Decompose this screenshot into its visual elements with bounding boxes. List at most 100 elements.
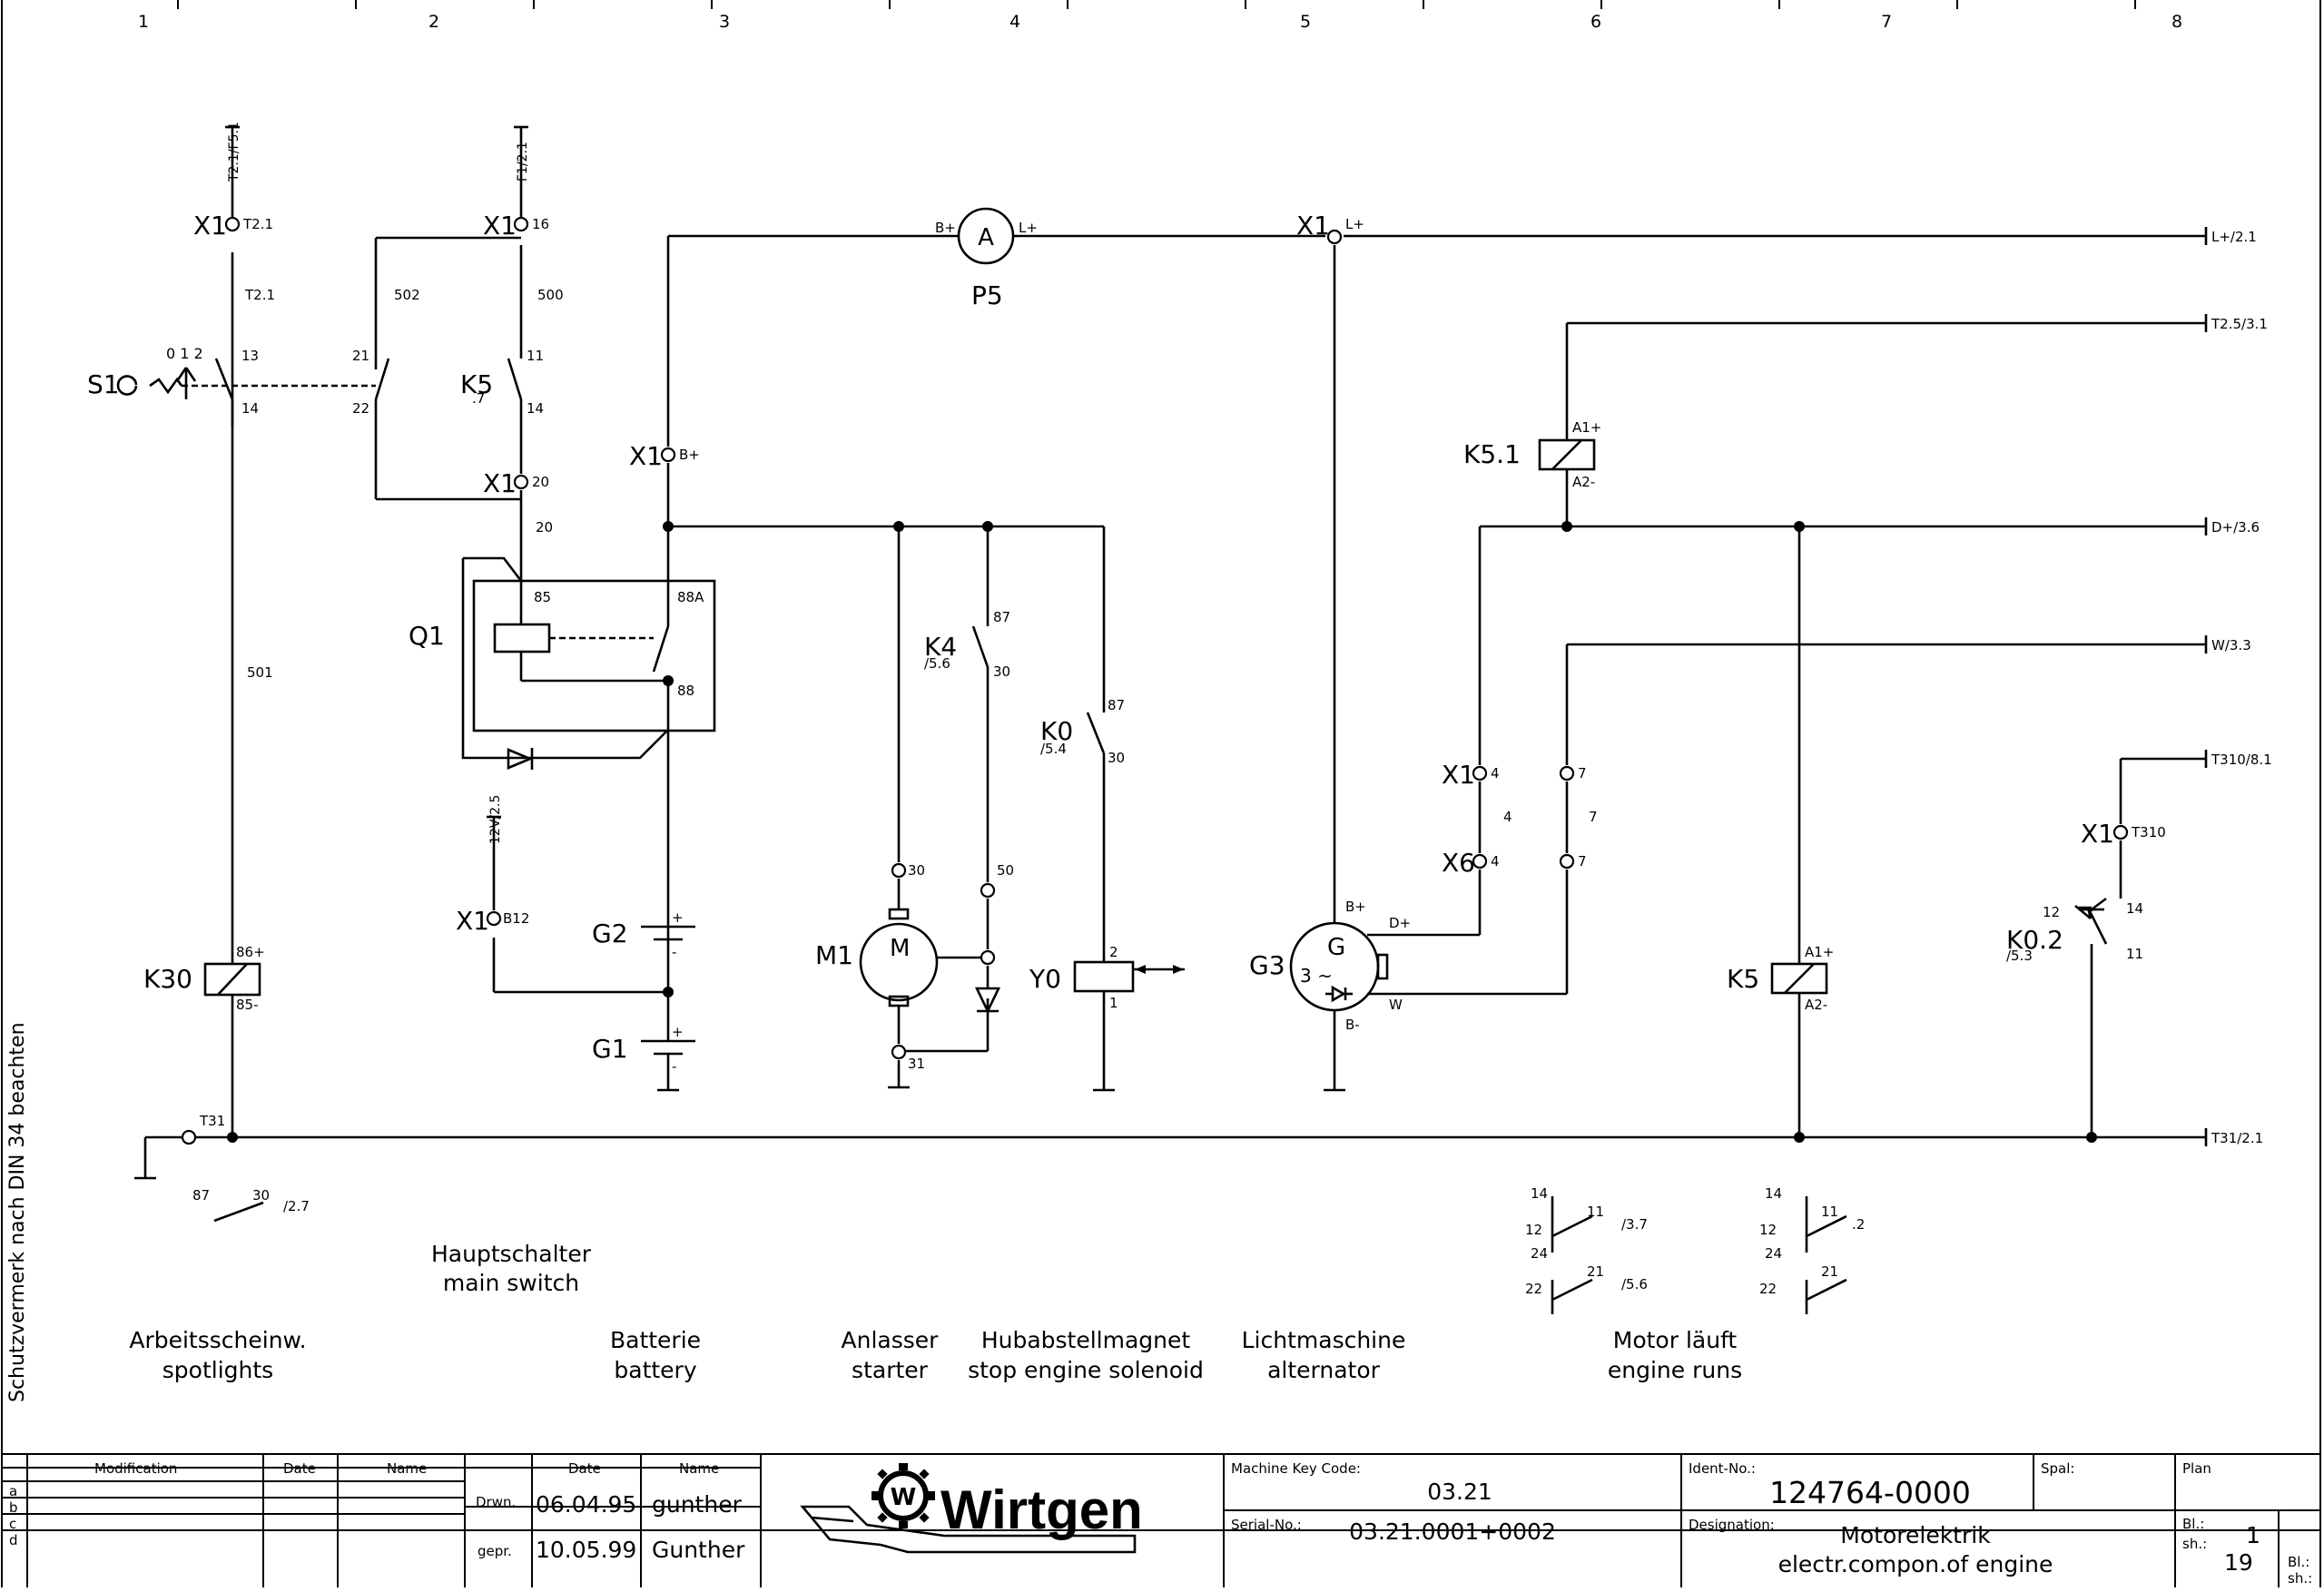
logo-letter: W xyxy=(891,1484,917,1511)
terminal-label: X1 xyxy=(456,906,489,936)
tb-label: Drwn. xyxy=(476,1494,516,1510)
column-number: 2 xyxy=(428,12,439,32)
caption: stop engine solenoid xyxy=(968,1357,1204,1383)
tb-header: Date xyxy=(568,1460,601,1477)
pin-label: T310 xyxy=(2131,824,2166,840)
pin-label: L+ xyxy=(1019,220,1038,236)
caption: Hauptschalter xyxy=(431,1241,592,1267)
pin-label: 12 xyxy=(1525,1222,1542,1238)
ref-label: /2.7 xyxy=(283,1198,310,1214)
k0-label: K0 xyxy=(1040,716,1073,746)
pin-label: 30 xyxy=(993,663,1010,680)
pin-label: A2- xyxy=(1572,474,1595,490)
title-block xyxy=(2,1454,2320,1587)
pin-label: + xyxy=(672,1024,684,1040)
tb-label: sh.: xyxy=(2182,1536,2207,1552)
column-numbers: 1 2 3 4 5 6 7 8 xyxy=(138,12,2182,32)
tb-row-letter: a xyxy=(9,1483,17,1499)
tb-header: Date xyxy=(283,1460,316,1477)
caption: spotlights xyxy=(162,1357,273,1383)
ref-label: .7 xyxy=(472,390,485,407)
tb-label: Plan xyxy=(2182,1460,2211,1477)
s1-label: S1 xyxy=(87,369,120,399)
pin-label: + xyxy=(672,909,684,926)
wiring xyxy=(116,125,2208,1314)
captions: Hauptschalter main switch Arbeitsscheinw… xyxy=(129,1241,1742,1383)
column-number: 1 xyxy=(138,12,149,32)
terminal-label: X1 xyxy=(483,211,517,241)
ref-label: W/3.3 xyxy=(2211,637,2251,654)
terminal-label: X1 xyxy=(1296,211,1330,241)
junctions xyxy=(227,521,2097,1143)
column-number: 6 xyxy=(1590,12,1601,32)
din-note: Schutzvermerk nach DIN 34 beachten xyxy=(6,1022,29,1402)
tb-header: Modification xyxy=(94,1460,177,1477)
k4-label: K4 xyxy=(924,632,957,662)
tb-label: gepr. xyxy=(478,1543,512,1559)
ref-label: T2.5/3.1 xyxy=(2211,316,2268,332)
pin-label: B- xyxy=(1345,1017,1360,1033)
pin-label: D+ xyxy=(1389,915,1411,931)
wire-label: 500 xyxy=(537,287,564,303)
pin-label: 88A xyxy=(677,589,704,605)
caption: main switch xyxy=(443,1270,579,1296)
terminal-label: X1 xyxy=(629,441,663,471)
tb-header: Name xyxy=(679,1460,719,1477)
ammeter-p5: A xyxy=(957,207,1015,265)
terminal-label: X1 xyxy=(193,211,227,241)
ref-label: D+/3.6 xyxy=(2211,519,2260,536)
checked-name: Gunther xyxy=(652,1537,745,1563)
y0-label: Y0 xyxy=(1029,964,1061,994)
terminals xyxy=(181,216,2129,1145)
column-number: 3 xyxy=(719,12,730,32)
title-block-labels: Modification Date Name Date Name a b c d… xyxy=(9,1460,2312,1587)
ref-label: 12V/2.5 xyxy=(488,795,503,844)
caption: alternator xyxy=(1267,1357,1381,1383)
pin-label: 12 xyxy=(1759,1222,1777,1238)
tb-label: Serial-No.: xyxy=(1231,1517,1302,1533)
component-labels: X1 X1 X1 X1 X1 X1 X1 X6 X1 S1 K5 K5.1 Q1… xyxy=(87,211,2114,1064)
pin-label: 11 xyxy=(1587,1204,1604,1220)
pin-label: W xyxy=(1389,997,1403,1013)
k51-label: K5.1 xyxy=(1463,439,1521,469)
ref-label: T31/2.1 xyxy=(2211,1130,2263,1146)
sheet-bl: 1 xyxy=(2246,1522,2260,1548)
pin-label: 30 xyxy=(252,1187,270,1204)
pin-label: A1+ xyxy=(1805,944,1834,960)
pin-label: 24 xyxy=(1765,1245,1782,1262)
p5-label: P5 xyxy=(971,280,1003,310)
pin-label: 4 xyxy=(1491,853,1500,870)
caption: engine runs xyxy=(1608,1357,1742,1383)
caption: Hubabstellmagnet xyxy=(981,1327,1191,1353)
tb-header: Name xyxy=(387,1460,427,1477)
pin-label: 85 xyxy=(534,589,551,605)
tb-label: Bl.: xyxy=(2182,1516,2204,1532)
tb-row-letter: c xyxy=(9,1516,16,1532)
k5-label: K5 xyxy=(460,369,493,399)
caption: Motor läuft xyxy=(1613,1327,1738,1353)
caption: Lichtmaschine xyxy=(1242,1327,1406,1353)
wire-label: 4 xyxy=(1503,809,1512,825)
pin-label: 88 xyxy=(677,683,694,699)
pin-label: 14 xyxy=(241,400,259,417)
pin-label: 2 xyxy=(1109,944,1118,960)
m1-label: M1 xyxy=(815,940,853,970)
ref-label: /3.7 xyxy=(1621,1216,1648,1233)
pin-label: T31 xyxy=(199,1113,225,1129)
pin-label: 21 xyxy=(352,348,369,364)
pin-label: 4 xyxy=(1491,765,1500,781)
pin-label: B+ xyxy=(1345,899,1366,915)
caption: starter xyxy=(852,1357,929,1383)
ref-label: /5.4 xyxy=(1040,741,1067,757)
caption: Anlasser xyxy=(842,1327,940,1353)
pin-label: 16 xyxy=(532,216,549,232)
pin-label: 11 xyxy=(527,348,544,364)
tb-label: Spal: xyxy=(2041,1460,2074,1477)
checked-date: 10.05.99 xyxy=(536,1537,636,1563)
drawn-date: 06.04.95 xyxy=(536,1491,636,1518)
terminal-label: X1 xyxy=(483,468,517,498)
terminal-label: X1 xyxy=(1442,760,1475,790)
